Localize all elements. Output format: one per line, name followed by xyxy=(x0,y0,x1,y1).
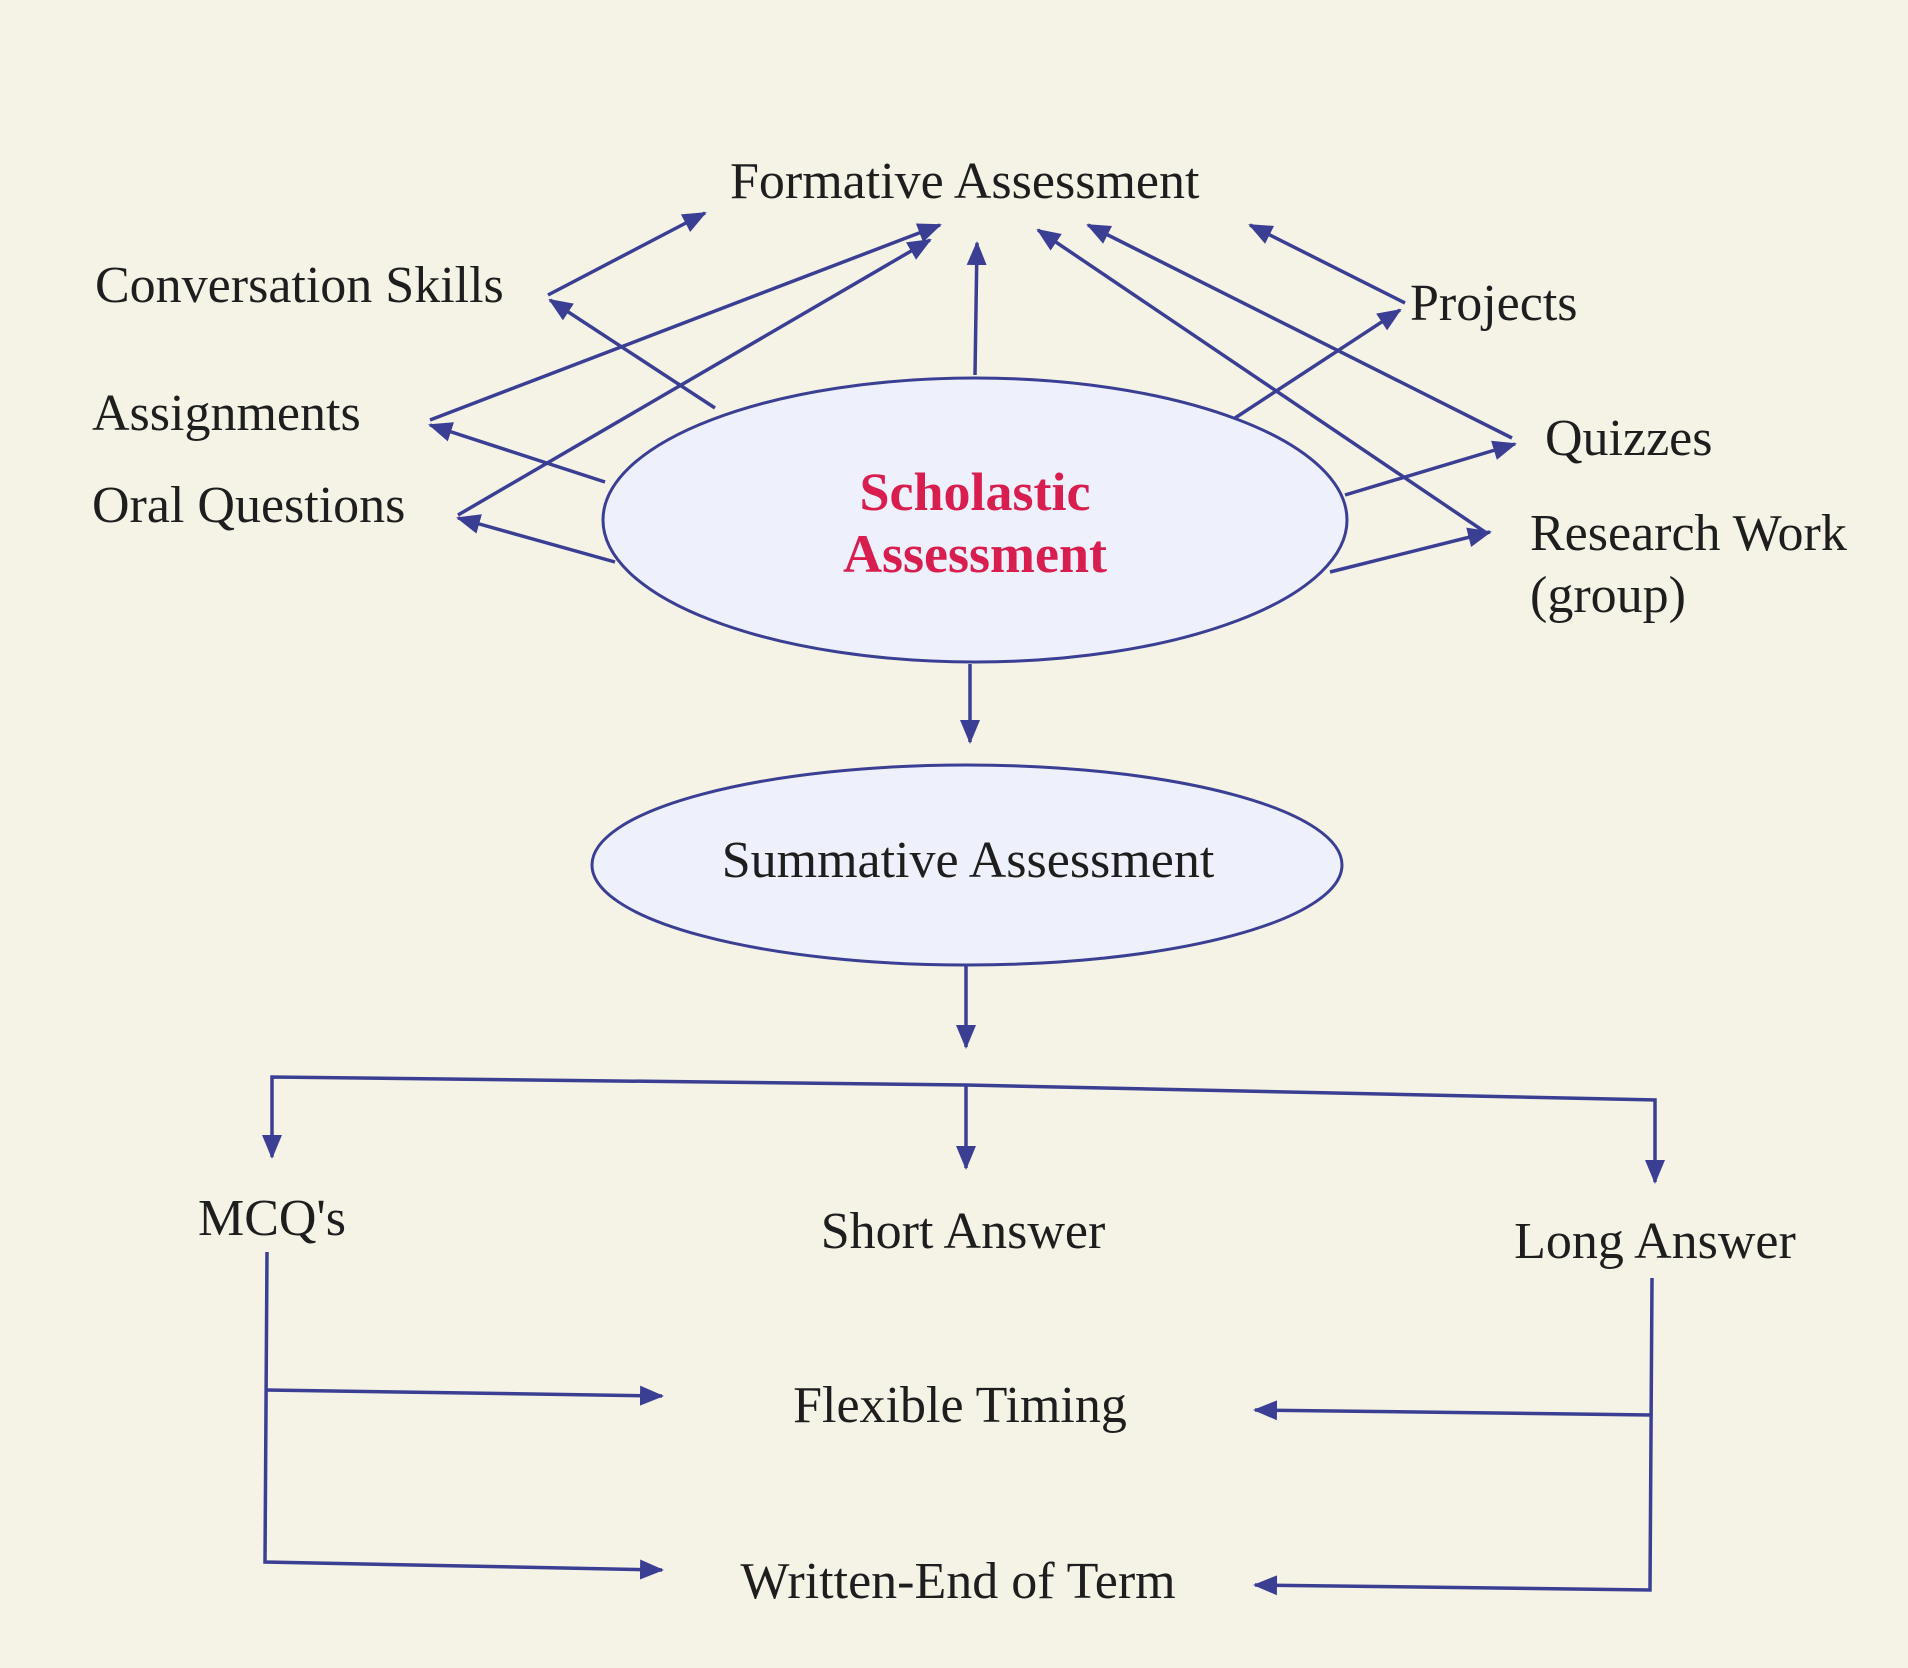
conversation-skills-label: Conversation Skills xyxy=(95,257,504,314)
arrow-conversation-to-formative xyxy=(547,211,707,297)
arrow-scholastic-to-oral xyxy=(456,514,616,564)
arrow-scholastic-to-assignments xyxy=(428,422,606,484)
research-work-group-label: (group) xyxy=(1530,567,1686,624)
arrow-scholastic-to-quizzes xyxy=(1344,440,1517,497)
scholastic-ellipse xyxy=(601,376,1349,664)
arrow-scholastic-to-formative xyxy=(966,241,987,376)
quizzes-label: Quizzes xyxy=(1545,410,1712,467)
arrow-long-to-written xyxy=(1253,1277,1654,1596)
arrow-projects-to-formative xyxy=(1248,223,1406,305)
arrow-mcqs-to-written xyxy=(263,1251,664,1580)
arrow-quizzes-to-formative xyxy=(1086,223,1513,440)
arrow-mcqs-to-flexible xyxy=(265,1385,664,1406)
oral-questions-label: Oral Questions xyxy=(92,477,405,534)
assignments-label: Assignments xyxy=(92,385,361,442)
flexible-timing-label: Flexible Timing xyxy=(793,1377,1127,1434)
arrow-scholastic-to-research xyxy=(1329,527,1492,574)
scholastic-assessment-label: Assessment xyxy=(843,524,1107,584)
projects-label: Projects xyxy=(1410,275,1578,332)
written-end-of-term-label: Written-End of Term xyxy=(740,1553,1175,1610)
scholastic-label: Scholastic xyxy=(859,462,1090,522)
mcqs-label: MCQ's xyxy=(198,1190,346,1247)
arrow-long-to-flexible xyxy=(1253,1400,1652,1421)
research-work-label: Research Work xyxy=(1530,505,1847,562)
summative-assessment-label: Summative Assessment xyxy=(722,832,1215,889)
short-answer-label: Short Answer xyxy=(821,1203,1106,1260)
branch-connector xyxy=(270,1075,1657,1180)
arrow-oral-to-formative xyxy=(457,238,932,517)
summative-ellipse xyxy=(590,763,1344,967)
arrow-research-to-formative xyxy=(1036,228,1486,534)
arrow-assignments-to-formative xyxy=(429,223,942,422)
arrow-scholastic-to-conversation xyxy=(548,298,716,410)
formative-assessment-label: Formative Assessment xyxy=(730,153,1200,210)
long-answer-label: Long Answer xyxy=(1514,1213,1796,1270)
arrow-scholastic-to-projects xyxy=(1234,308,1402,420)
